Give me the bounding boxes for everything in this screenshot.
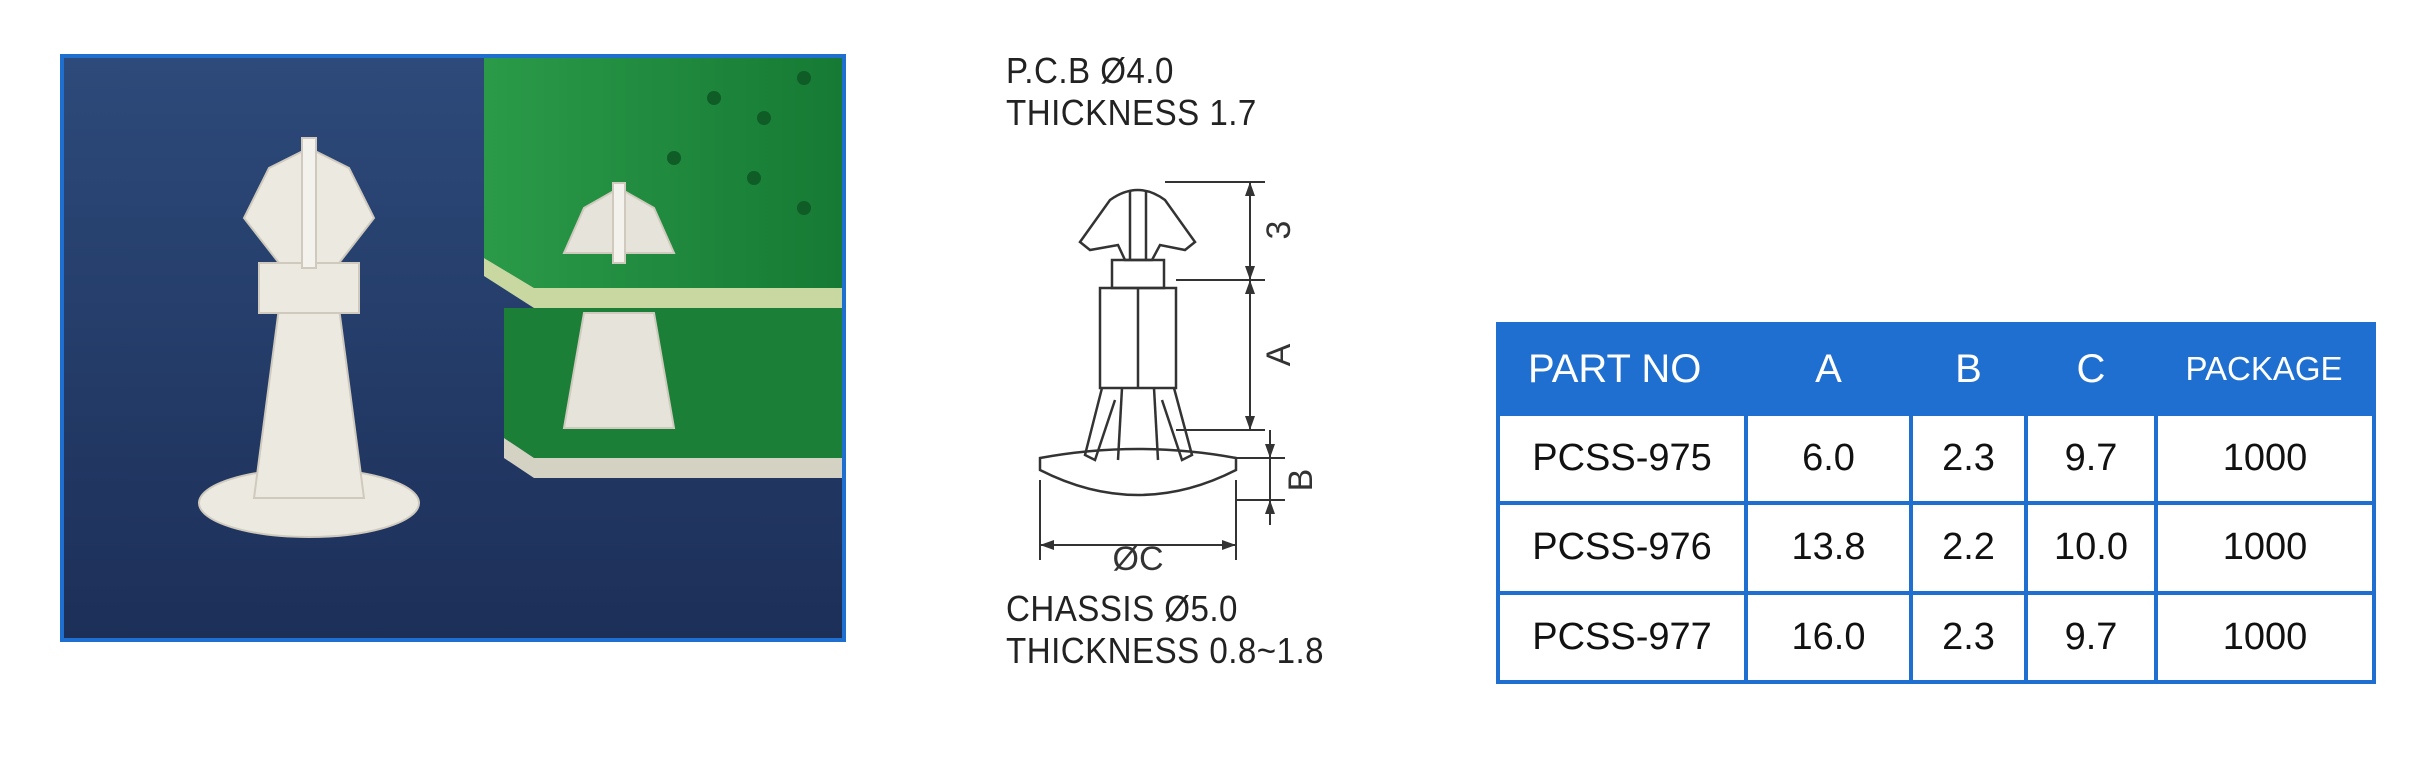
cell-part-no: PCSS-975 [1496, 411, 1748, 506]
header-b: B [1911, 324, 2026, 414]
cell-c: 9.7 [2024, 411, 2158, 506]
spacer-installed [562, 182, 676, 429]
cell-package: 1000 [2154, 590, 2376, 685]
cell-b: 2.2 [1909, 501, 2028, 595]
cell-b: 2.3 [1909, 590, 2028, 685]
cell-a: 16.0 [1744, 590, 1913, 685]
dim-c-label: ØC [1113, 540, 1164, 578]
table-row: PCSS-975 6.0 2.3 9.7 1000 [1496, 411, 2376, 506]
header-package: PACKAGE [2156, 324, 2374, 414]
table-row: PCSS-977 16.0 2.3 9.7 1000 [1496, 590, 2376, 685]
header-a: A [1746, 324, 1911, 414]
photo-illustration [64, 58, 842, 638]
header-part-no: PART NO [1498, 324, 1746, 414]
dim-b-label: B [1282, 469, 1320, 492]
pcb-board-bottom [504, 308, 842, 458]
cell-a: 13.8 [1744, 501, 1913, 595]
cell-a: 6.0 [1744, 411, 1913, 506]
pcb-diameter-label: P.C.B Ø4.0 [1006, 50, 1174, 91]
product-photo [60, 54, 846, 642]
spacer-standalone [198, 137, 420, 538]
cell-c: 10.0 [2024, 501, 2158, 595]
chassis-diameter-label: CHASSIS Ø5.0 [1006, 588, 1238, 629]
cell-package: 1000 [2154, 411, 2376, 506]
chassis-spec: CHASSIS Ø5.0 THICKNESS 0.8~1.8 [1006, 588, 1324, 672]
cell-c: 9.7 [2024, 590, 2158, 685]
cell-package: 1000 [2154, 501, 2376, 595]
cell-part-no: PCSS-976 [1496, 501, 1748, 595]
spacer-outline [1038, 188, 1238, 497]
dim-top-label: 3 [1260, 221, 1298, 240]
cell-part-no: PCSS-977 [1496, 590, 1748, 685]
table-row: PCSS-976 13.8 2.2 10.0 1000 [1496, 501, 2376, 595]
table-header-row: PART NO A B C PACKAGE [1498, 324, 2374, 414]
pcb-thickness-label: THICKNESS 1.7 [1006, 92, 1257, 133]
parts-table: PART NO A B C PACKAGE PCSS-975 6.0 2.3 9… [1496, 322, 2376, 685]
pcb-spec: P.C.B Ø4.0 THICKNESS 1.7 [1006, 50, 1257, 134]
dim-a-label: A [1260, 343, 1298, 366]
chassis-thickness-label: THICKNESS 0.8~1.8 [1006, 630, 1325, 671]
technical-drawing: 3 A B ØC [1038, 181, 1320, 578]
header-c: C [2026, 324, 2156, 414]
cell-b: 2.3 [1909, 411, 2028, 506]
